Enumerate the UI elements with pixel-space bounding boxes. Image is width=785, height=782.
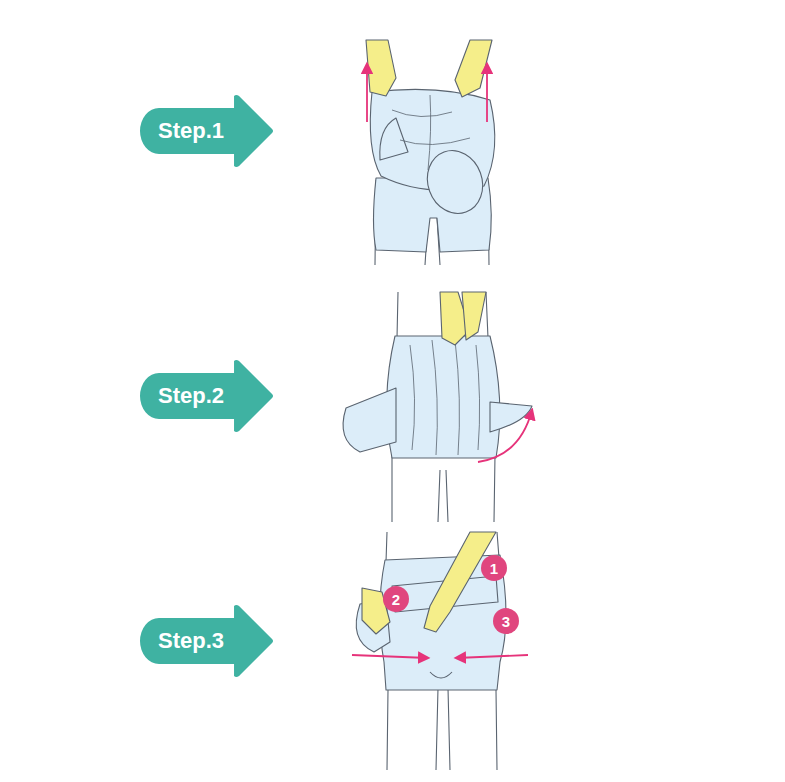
step-arrow-shape: [140, 605, 273, 677]
figure-step1: [366, 40, 495, 265]
step-arrow: Step.1: [140, 94, 274, 168]
step-label: Step.2: [158, 383, 224, 409]
step-label: Step.3: [158, 628, 224, 654]
callout-number: 1: [490, 560, 498, 577]
step-arrow-shape: [140, 95, 273, 167]
step-arrow: Step.3: [140, 604, 274, 678]
motion-arrows: [352, 64, 532, 658]
callout-number: 3: [502, 613, 510, 630]
step-arrow-shape: [140, 360, 273, 432]
callout-number: 2: [392, 591, 400, 608]
step-label: Step.1: [158, 118, 224, 144]
figure-step2: [343, 292, 532, 522]
step-arrow: Step.2: [140, 359, 274, 433]
callout-number: 3: [493, 608, 519, 634]
callout-number: 2: [383, 586, 409, 612]
figure-step3: [356, 532, 506, 770]
callout-number: 1: [481, 555, 507, 581]
